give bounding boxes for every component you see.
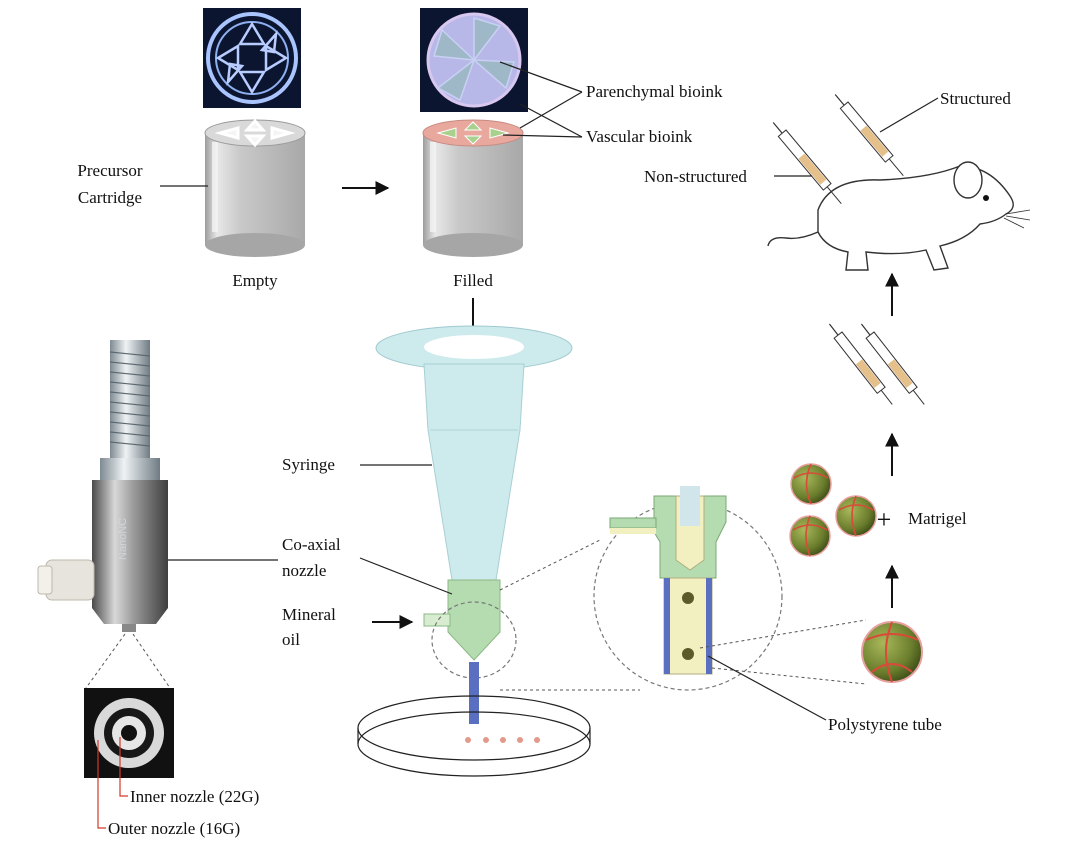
- filled-cartridge-photo-icon: [420, 8, 528, 112]
- mineral-label-line1: Mineral: [282, 605, 336, 624]
- small-syringe-icon: [828, 323, 893, 405]
- bioink-leader-lines: [499, 61, 583, 138]
- empty-cartridge-photo-icon: [203, 8, 301, 108]
- polystyrene-label: Polystyrene tube: [828, 715, 942, 734]
- inner-nozzle-label: Inner nozzle (22G): [130, 787, 259, 806]
- micro-tissue-spheres: [789, 463, 923, 683]
- mineral-label-line2: oil: [282, 630, 300, 649]
- coaxial-label-line1: Co-axial: [282, 535, 341, 554]
- coaxial-nozzle: [423, 579, 517, 679]
- empty-label: Empty: [232, 271, 278, 290]
- coaxial-leader-line: [359, 557, 453, 595]
- outer-nozzle-label: Outer nozzle (16G): [108, 819, 240, 838]
- coaxial-label-line2: nozzle: [282, 561, 326, 580]
- filled-cartridge: [422, 119, 524, 257]
- polystyrene-leader-line: [707, 655, 827, 721]
- small-syringe-icon: [860, 323, 925, 405]
- parenchymal-label: Parenchymal bioink: [586, 82, 723, 101]
- zoom-lines: [499, 539, 867, 691]
- nozzle-annotation-lines: [97, 737, 128, 829]
- petri-dish: [357, 695, 591, 777]
- precursor-label-line2: Cartridge: [78, 188, 142, 207]
- magnified-nozzle-view: [593, 486, 783, 691]
- mouse-icon: [767, 161, 1031, 271]
- structured-label: Structured: [940, 89, 1011, 108]
- empty-cartridge: [204, 118, 306, 257]
- structured-syringe: [834, 94, 904, 177]
- nozzle-zoom-lines: [85, 633, 171, 689]
- filled-label: Filled: [453, 271, 493, 290]
- svg-text:NanoNC: NanoNC: [117, 518, 129, 560]
- precursor-label-line1: Precursor: [77, 161, 142, 180]
- syringe-label: Syringe: [282, 455, 335, 474]
- non-structured-syringe: [772, 122, 842, 205]
- matrigel-label: Matrigel: [908, 509, 967, 528]
- syringe-funnel: [375, 325, 573, 581]
- coaxial-nozzle-photo-icon: NanoNC: [37, 340, 168, 632]
- vascular-label: Vascular bioink: [586, 127, 693, 146]
- extruded-filament: [469, 662, 479, 724]
- structured-leader-line: [879, 97, 939, 133]
- plus-sign: +: [877, 505, 892, 534]
- non-structured-label: Non-structured: [644, 167, 747, 186]
